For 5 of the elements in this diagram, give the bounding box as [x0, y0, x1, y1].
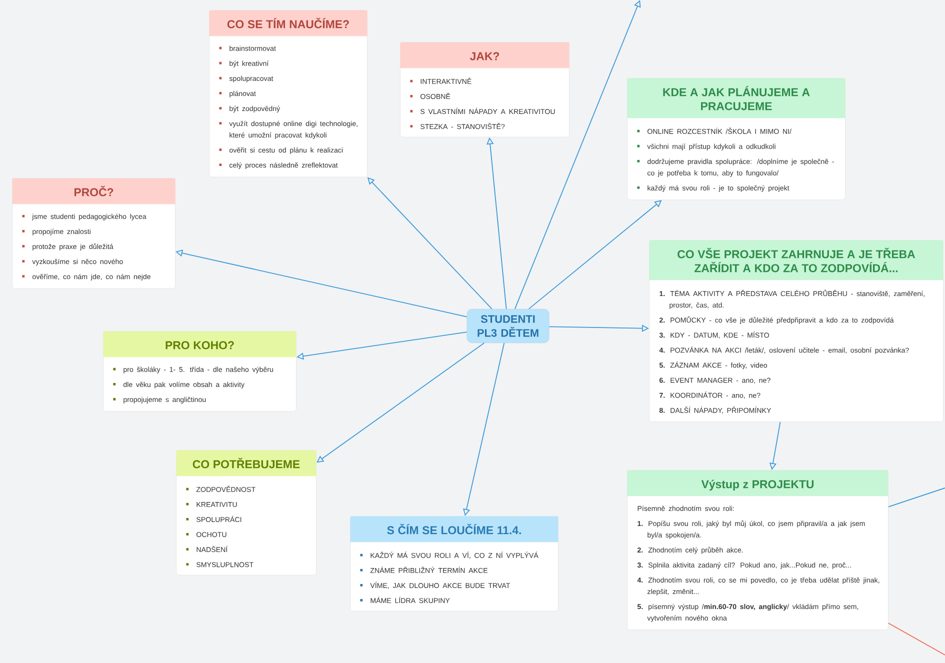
connector — [888, 488, 945, 508]
topic-box: STUDENTI PL3 DĚTEM — [466, 308, 550, 344]
connector — [316, 342, 485, 463]
connector — [888, 622, 945, 656]
connector — [514, 0, 641, 310]
